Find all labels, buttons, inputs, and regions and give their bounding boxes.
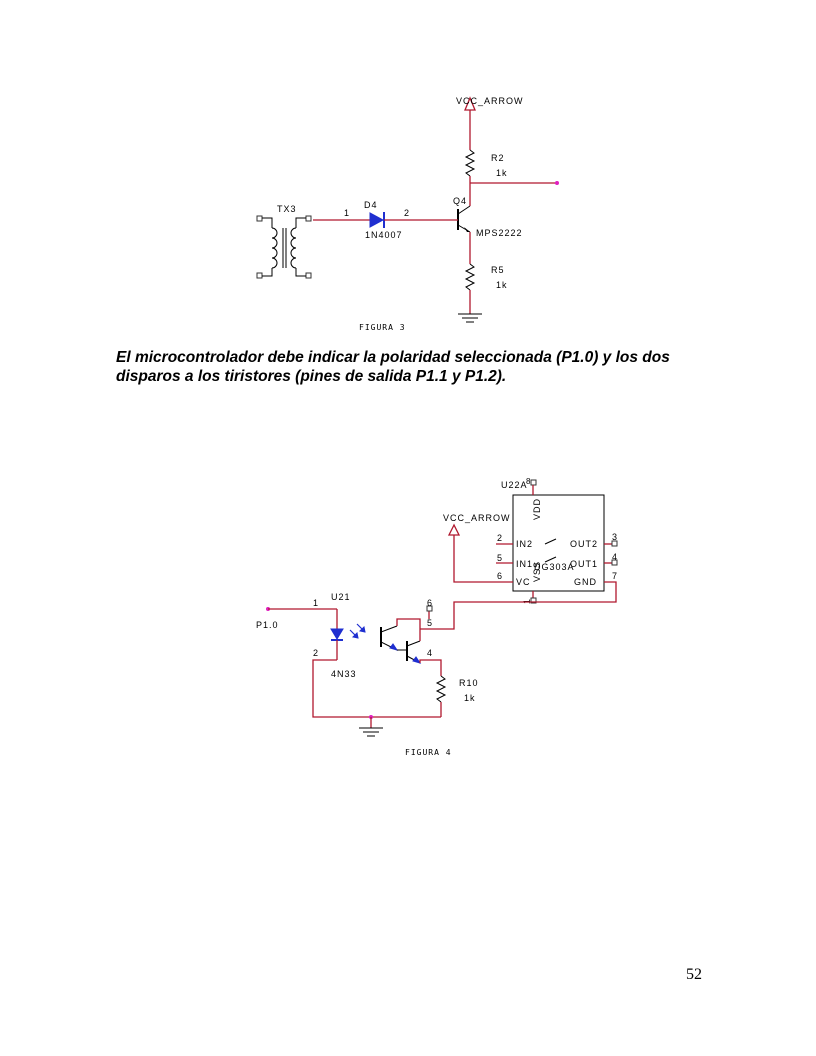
output-node: [555, 181, 559, 185]
ground-symbol-2: [359, 727, 383, 737]
figure-3-caption: FIGURA 3: [359, 323, 406, 332]
u22a-pin6: 6: [497, 571, 503, 581]
in1-label: IN1: [516, 559, 533, 569]
dg303a-label: DG303A: [534, 562, 575, 572]
body-paragraph: El microcontrolador debe indicar la pola…: [116, 349, 670, 385]
u21-darlington-transistor: [380, 625, 422, 664]
figure-3-schematic: VCC_ARROW R2 1k Q4 MPS2222 R5 1k 1 D4 1N…: [256, 96, 559, 332]
u22a-pin2: 2: [497, 533, 503, 543]
ground-symbol: [458, 313, 482, 323]
p10-node: [266, 607, 270, 611]
r5-resistor: [464, 263, 476, 291]
u21-pin1: 1: [313, 598, 319, 608]
u21-pin2: 2: [313, 648, 319, 658]
r5-value: 1k: [496, 280, 508, 290]
u22a-ic-body: [512, 494, 605, 592]
u21-pin6: 6: [427, 598, 433, 608]
r2-label: R2: [491, 153, 505, 163]
out2-label: OUT2: [570, 539, 598, 549]
r10-label: R10: [459, 678, 479, 688]
light-arrows: [349, 623, 366, 639]
gnd-label: GND: [574, 577, 597, 587]
vcc-arrow-label: VCC_ARROW: [443, 513, 511, 523]
out1-label: OUT1: [570, 559, 598, 569]
r2-value: 1k: [496, 168, 508, 178]
u21-pin4: 4: [427, 648, 433, 658]
u21-led: [330, 628, 344, 640]
u22a-label: U22A: [501, 480, 528, 490]
p10-label: P1.0: [256, 620, 279, 630]
d4-part: 1N4007: [365, 230, 403, 240]
page-number: 52: [686, 966, 702, 983]
r2-resistor: [464, 149, 476, 177]
q4-part: MPS2222: [476, 228, 523, 238]
d4-pin1: 1: [344, 208, 350, 218]
u22a-pin1: 1: [522, 598, 532, 604]
u22a-pin3: 3: [612, 532, 618, 542]
in2-label: IN2: [516, 539, 533, 549]
r10-resistor: [435, 675, 447, 703]
tx3-transformer: [256, 215, 312, 279]
d4-label: D4: [364, 200, 378, 210]
u21-part: 4N33: [331, 669, 357, 679]
q4-label: Q4: [453, 196, 467, 206]
d4-diode: [369, 212, 385, 228]
u21-label: U21: [331, 592, 351, 602]
vc-label: VC: [516, 577, 531, 587]
vcc-arrow-symbol-2: [447, 523, 461, 536]
vcc-label: VCC_ARROW: [456, 96, 524, 106]
vdd-label: VDD: [532, 498, 542, 520]
u22a-pin5: 5: [497, 553, 503, 563]
r10-value: 1k: [464, 693, 476, 703]
d4-pin2: 2: [404, 208, 410, 218]
tx3-label: TX3: [277, 204, 297, 214]
u22a-pin4: 4: [612, 552, 618, 562]
figure-4-caption: FIGURA 4: [405, 748, 452, 757]
u22a-pin7: 7: [612, 571, 618, 581]
u22a-pin8: 8: [526, 477, 531, 486]
vss-label: VSS: [532, 561, 542, 582]
u21-pin5: 5: [427, 618, 433, 628]
r5-label: R5: [491, 265, 505, 275]
